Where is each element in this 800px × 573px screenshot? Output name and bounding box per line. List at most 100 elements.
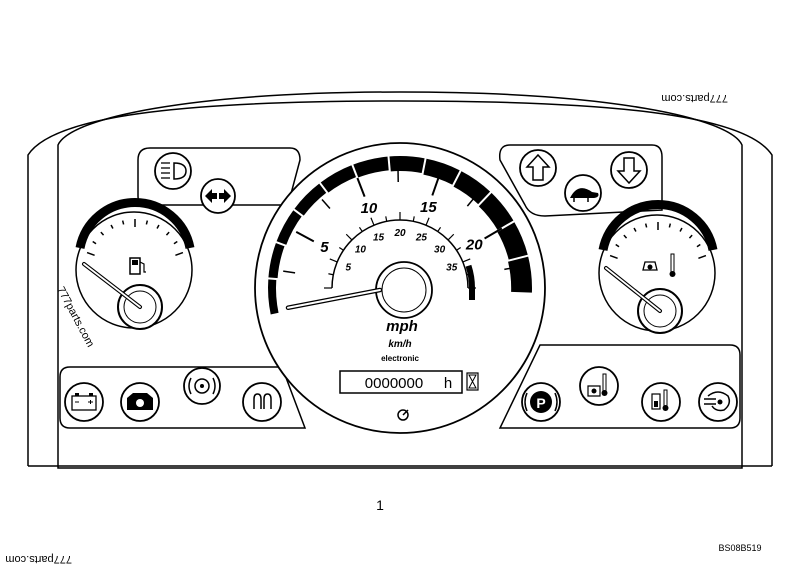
- kmh-tick: [338, 246, 344, 251]
- glow-plug-icon: [242, 382, 282, 422]
- kmh-tick-label: 15: [373, 232, 385, 243]
- mph-band-separator: [476, 190, 493, 208]
- hourglass-icon: [466, 372, 479, 391]
- kmh-tick: [329, 258, 338, 263]
- mph-band-segment: [352, 156, 390, 178]
- kmh-tick: [370, 217, 375, 226]
- kmh-tick: [385, 216, 388, 222]
- mph-tick-label: 15: [420, 199, 437, 216]
- mph-band-segment: [496, 221, 528, 261]
- mph-band-separator: [450, 168, 463, 189]
- unit-kmh: km/h: [388, 339, 411, 350]
- mph-band-segment: [388, 156, 426, 174]
- mph-band-separator: [274, 240, 289, 248]
- mph-band-separator: [317, 180, 330, 196]
- shift-up-icon: [519, 149, 557, 187]
- mph-major-tick: [431, 176, 440, 196]
- turn-signal-icon: [200, 178, 236, 214]
- kmh-tick: [447, 233, 455, 241]
- mph-band-separator: [268, 312, 281, 317]
- hydraulic-temp-icon: [641, 382, 681, 422]
- mph-major-tick: [484, 227, 503, 240]
- gauge-tick: [623, 234, 628, 239]
- gauge-tick: [688, 234, 693, 239]
- mph-major-tick: [356, 177, 366, 197]
- bottom-left-panel: [59, 366, 307, 429]
- gauge-tick: [696, 243, 701, 248]
- kmh-tick-label: 35: [446, 263, 458, 274]
- kmh-tick: [425, 217, 430, 226]
- mph-band-separator: [421, 156, 427, 177]
- parking-brake-icon: P: [521, 382, 561, 422]
- gauge-tick: [668, 223, 672, 228]
- kmh-tick-label: 25: [415, 232, 428, 243]
- gauge-tick: [100, 231, 105, 236]
- mph-band-segment: [319, 164, 357, 194]
- gauge-tick: [698, 254, 707, 259]
- right-top-panel: [498, 144, 663, 217]
- gauge-tick: [644, 223, 648, 228]
- gauge-tick: [175, 251, 184, 256]
- hourmeter-unit: h: [444, 375, 452, 392]
- kmh-tick-label: 20: [393, 228, 406, 239]
- mph-band-segment: [268, 242, 285, 280]
- kmh-tick: [456, 246, 462, 251]
- mph-band-segment: [276, 209, 303, 246]
- cluster-bezel: [27, 100, 773, 466]
- kmh-tick-label: 10: [355, 244, 367, 255]
- shift-down-icon: [610, 151, 648, 189]
- unit-mph: mph: [386, 318, 418, 335]
- gauge-tick: [86, 251, 95, 256]
- gauge-tick: [609, 254, 618, 259]
- gauge-tick: [633, 227, 637, 232]
- engine-temp-icon: [579, 366, 619, 406]
- gauge-tick: [110, 224, 114, 229]
- mph-band-segment: [478, 192, 514, 231]
- fuel-gauge: [75, 198, 195, 330]
- gauge-tick: [121, 220, 125, 225]
- mph-band-segment: [268, 278, 279, 316]
- bottom-right-panel: [498, 344, 741, 429]
- mph-major-tick: [295, 230, 315, 243]
- mph-band-segment: [293, 183, 327, 217]
- gauge-tick: [145, 220, 149, 225]
- headlight-icon: [154, 152, 192, 190]
- speed-sensor-icon: [397, 409, 409, 421]
- kmh-tick-label: 5: [345, 263, 351, 274]
- mph-minor-tick: [504, 266, 517, 271]
- mph-tick-label: 5: [320, 239, 329, 256]
- figure-code: BS08B519: [718, 543, 761, 553]
- kmh-tick: [437, 226, 442, 232]
- kmh-tick: [358, 226, 363, 232]
- tortoise-icon: [564, 174, 602, 212]
- cluster-housing: [57, 91, 743, 469]
- gauge-tick: [92, 240, 97, 245]
- mph-band-separator: [505, 254, 531, 263]
- gauge-tick: [615, 243, 620, 248]
- figure-number: 1: [376, 497, 384, 513]
- fuel-pump-icon: [129, 257, 146, 275]
- gauge-tick: [679, 227, 683, 232]
- mph-band-separator: [291, 207, 306, 219]
- hourmeter-value: 0000000: [365, 375, 423, 392]
- mph-minor-tick: [283, 270, 296, 274]
- gauge-tick: [165, 231, 170, 236]
- svg-text:P: P: [536, 395, 545, 411]
- mph-minor-tick: [466, 196, 476, 207]
- kmh-tick: [328, 273, 334, 276]
- watermark-bottom-left: 777parts.com: [5, 553, 72, 565]
- kmh-tick: [462, 258, 471, 263]
- mph-tick-label: 20: [465, 237, 483, 254]
- mph-band-segment: [452, 170, 491, 205]
- mph-minor-tick: [321, 198, 331, 209]
- temp-gauge: [598, 200, 718, 334]
- mph-band-segment: [422, 158, 461, 186]
- mph-band-separator: [387, 154, 391, 174]
- mph-band-segment: [507, 255, 533, 293]
- mph-tick-label: 10: [361, 200, 378, 217]
- kmh-tick: [345, 233, 353, 241]
- kmh-tick-label: 30: [434, 244, 446, 255]
- mph-band-separator: [266, 277, 280, 281]
